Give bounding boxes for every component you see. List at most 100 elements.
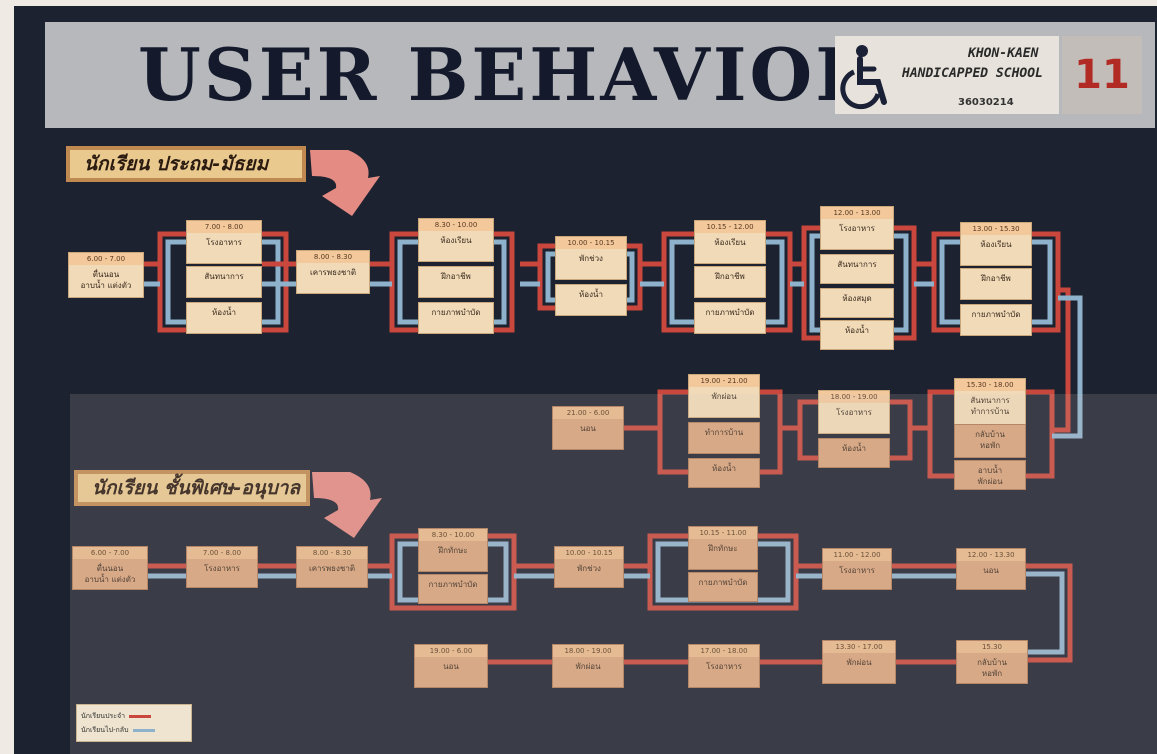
activity-box: ฝึกอาชีพ — [960, 268, 1032, 300]
activity-label: ฝึกอาชีพ — [981, 274, 1011, 283]
connector-boarding — [1026, 563, 1073, 663]
activity-box: ห้องน้ำ — [555, 284, 627, 316]
activity-time: 17.00 - 18.00 — [689, 645, 759, 657]
activity-box: กลับบ้านหอพัก — [954, 424, 1026, 458]
activity-box: กายภาพบำบัด — [694, 302, 766, 334]
activity-label: พักผ่อน — [711, 392, 737, 401]
activity-time: 13.00 - 15.30 — [961, 223, 1031, 235]
activity-box: ห้องน้ำ — [688, 458, 760, 488]
legend: นักเรียนประจำ นักเรียนไป-กลับ — [76, 704, 192, 742]
activity-label: โรงอาหาร — [706, 662, 742, 671]
activity-time: 10.15 - 12.00 — [695, 221, 765, 233]
activity-time: 12.00 - 13.30 — [957, 549, 1025, 561]
activity-label: กลับบ้าน — [977, 658, 1007, 667]
activity-label: โรงอาหาร — [839, 224, 875, 233]
activity-box: 13.00 - 15.30 ห้องเรียน — [960, 222, 1032, 266]
activity-label: สันทนาการ — [970, 396, 1010, 405]
activity-label: พักผ่อน — [575, 662, 601, 671]
activity-label: อาบน้ำ แต่งตัว — [80, 281, 132, 290]
activity-box: 8.00 - 8.30 เคารพธงชาติ — [296, 546, 368, 588]
activity-box: 8.00 - 8.30 เคารพธงชาติ — [296, 250, 370, 294]
legend-label-daily: นักเรียนไป-กลับ — [81, 726, 129, 734]
activity-label: พักช่วง — [577, 564, 601, 573]
activity-label: กายภาพบำบัด — [971, 310, 1021, 319]
activity-box: กายภาพบำบัด — [960, 304, 1032, 336]
activity-box: ห้องสมุด — [820, 288, 894, 318]
activity-box: กายภาพบำบัด — [418, 574, 488, 604]
activity-time: 18.00 - 19.00 — [819, 391, 889, 403]
activity-label: ฝึกทักษะ — [708, 544, 738, 553]
activity-label: ห้องเรียน — [714, 238, 746, 247]
activity-box: 19.00 - 21.00 พักผ่อน — [688, 374, 760, 418]
activity-box: 15.30 - 18.00 สันทนาการทำการบ้าน — [954, 378, 1026, 428]
activity-box: ทำการบ้าน — [688, 422, 760, 454]
activity-label: นอน — [580, 424, 596, 433]
activity-label: ทำการบ้าน — [704, 428, 744, 437]
activity-time: 8.00 - 8.30 — [297, 547, 367, 559]
activity-label: ฝึกทักษะ — [438, 546, 468, 555]
image-overlay — [70, 394, 1157, 754]
activity-label: กลับบ้าน — [975, 430, 1005, 439]
activity-label: ห้องน้ำ — [845, 326, 869, 335]
activity-label: ฝึกอาชีพ — [715, 272, 745, 281]
activity-label: ห้องน้ำ — [842, 444, 866, 453]
activity-label: ห้องสมุด — [842, 294, 872, 303]
activity-time: 7.00 - 8.00 — [187, 221, 261, 233]
activity-time: 15.30 — [957, 641, 1027, 653]
activity-time: 19.00 - 21.00 — [689, 375, 759, 387]
activity-label: ตื่นนอน — [92, 270, 120, 279]
activity-time: 10.00 - 10.15 — [555, 547, 623, 559]
activity-label: เคารพธงชาติ — [309, 268, 357, 277]
activity-time: 21.00 - 6.00 — [553, 407, 623, 419]
logo-line-1: KHON-KAEN — [968, 46, 1039, 61]
activity-box: อาบน้ำพักผ่อน — [954, 460, 1026, 490]
activity-label: โรงอาหาร — [836, 408, 872, 417]
activity-time: 11.00 - 12.00 — [823, 549, 891, 561]
activity-time: 8.30 - 10.00 — [419, 219, 493, 231]
section-primary-label: นักเรียน ประถม-มัธยม — [66, 146, 306, 182]
activity-label: โรงอาหาร — [206, 238, 242, 247]
activity-time: 19.00 - 6.00 — [415, 645, 487, 657]
activity-label: เคารพธงชาติ — [308, 564, 356, 573]
activity-box: 7.00 - 8.00 โรงอาหาร — [186, 220, 262, 264]
activity-label: กายภาพบำบัด — [428, 580, 478, 589]
legend-swatch-daily — [132, 729, 155, 732]
activity-box: ห้องน้ำ — [818, 438, 890, 468]
activity-label: ฝึกอาชีพ — [441, 272, 471, 281]
activity-time: 10.15 - 11.00 — [689, 527, 757, 539]
connector-daily — [1026, 571, 1065, 655]
activity-box: ฝึกอาชีพ — [418, 266, 494, 298]
activity-label: โรงอาหาร — [839, 566, 875, 575]
activity-box: กายภาพบำบัด — [418, 302, 494, 334]
sheet-number: 11 — [1062, 36, 1142, 114]
activity-label: อาบน้ำ แต่งตัว — [84, 575, 136, 584]
activity-label: พักช่วง — [579, 254, 603, 263]
activity-label: ห้องเรียน — [980, 240, 1012, 249]
activity-box: 12.00 - 13.00 โรงอาหาร — [820, 206, 894, 250]
activity-box: 10.15 - 12.00 ห้องเรียน — [694, 220, 766, 264]
activity-label: กายภาพบำบัด — [698, 578, 748, 587]
activity-label: ทำการบ้าน — [970, 407, 1010, 416]
activity-label: อาบน้ำ — [977, 466, 1003, 475]
legend-label-boarding: นักเรียนประจำ — [81, 712, 126, 720]
activity-time: 12.00 - 13.00 — [821, 207, 893, 219]
activity-label: กายภาพบำบัด — [431, 308, 481, 317]
activity-label: กายภาพบำบัด — [705, 308, 755, 317]
activity-box: 21.00 - 6.00 นอน — [552, 406, 624, 450]
legend-swatch-boarding — [129, 715, 152, 718]
activity-time: 6.00 - 7.00 — [73, 547, 147, 559]
activity-box: ห้องน้ำ — [820, 320, 894, 350]
wheelchair-icon — [840, 45, 887, 110]
activity-label: โรงอาหาร — [204, 564, 240, 573]
activity-time: 8.00 - 8.30 — [297, 251, 369, 263]
activity-time: 15.30 - 18.00 — [955, 379, 1025, 391]
activity-label: ห้องน้ำ — [579, 290, 603, 299]
